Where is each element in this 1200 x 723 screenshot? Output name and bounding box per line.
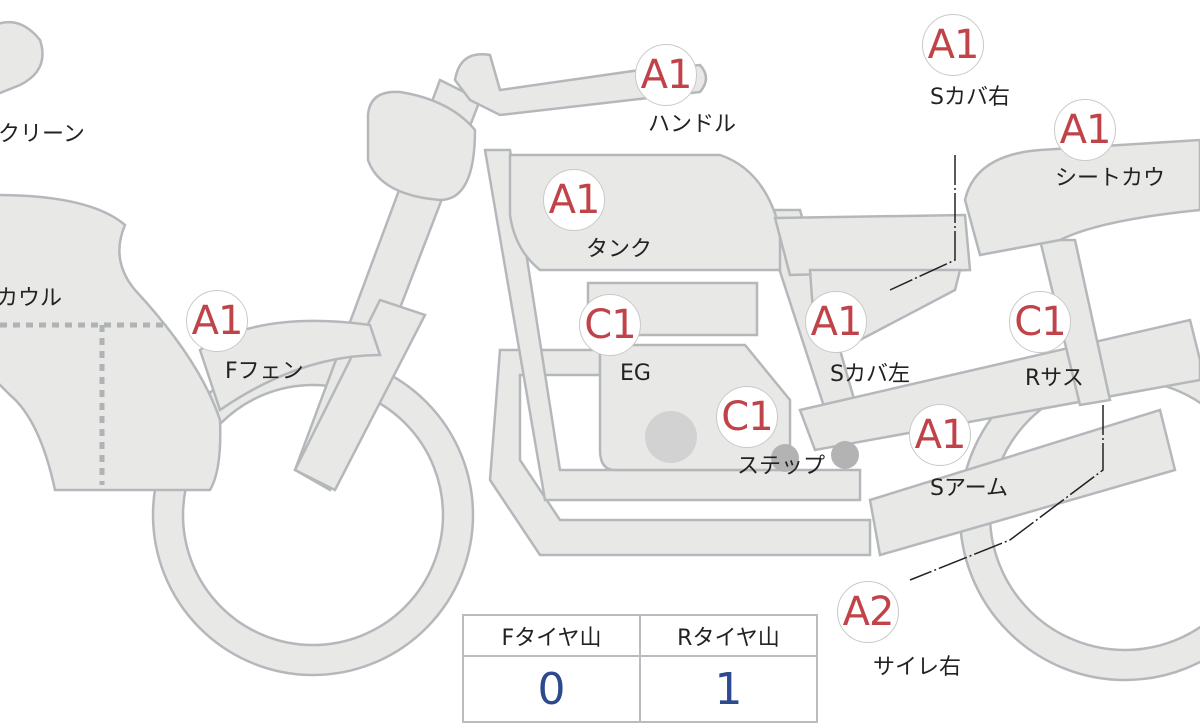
fork-lower [293,298,427,492]
label-handle: ハンドル [648,112,737,137]
value-f-tire: 0 [462,655,641,723]
grade-badge-silencer-right[interactable]: A2 [837,581,899,643]
grade-badge-r-suspension[interactable]: C1 [1009,291,1071,353]
label-s-cover-right: Sカバ右 [930,85,1010,110]
value-r-tire: 1 [639,655,818,723]
screen-shape [0,20,44,95]
grade-badge-f-fender[interactable]: A1 [186,290,248,352]
label-step: ステップ [737,454,826,479]
label-cowl: カウル [0,286,63,311]
label-engine: EG [620,361,651,386]
leader-line [909,405,1104,581]
grade-badge-seat-cowl[interactable]: A1 [1054,99,1116,161]
frame-down-tube [483,148,862,502]
cowl-shape [0,193,222,492]
tire-tread-table: Fタイヤ山 Rタイヤ山 0 1 [462,614,818,723]
cowl-divider [0,322,165,485]
header-r-tire: Rタイヤ山 [639,614,818,657]
grade-badge-tank[interactable]: A1 [543,169,605,231]
rear-shock [1038,238,1112,407]
label-silencer-right: サイレ右 [873,655,962,680]
grade-badge-swing-arm[interactable]: A1 [909,404,971,466]
leader-line [889,155,956,291]
grade-badge-step[interactable]: C1 [716,386,778,448]
seat-shape [773,213,972,277]
step-peg [831,441,859,469]
label-r-suspension: Rサス [1025,366,1084,391]
grade-badge-handle[interactable]: A1 [635,44,697,106]
engine-cover [645,411,697,463]
label-swing-arm: Sアーム [930,476,1008,501]
label-seat-cowl: シートカウ [1055,166,1166,191]
handlebar [453,53,708,117]
label-s-cover-left: Sカバ左 [830,362,910,387]
label-tank: タンク [586,237,653,262]
grade-badge-s-cover-left[interactable]: A1 [805,291,867,353]
headlight [366,90,477,202]
header-f-tire: Fタイヤ山 [462,614,641,657]
grade-badge-engine[interactable]: C1 [579,294,641,356]
silencer [868,408,1177,557]
label-screen: クリーン [0,122,85,147]
label-f-fender: Fフェン [225,359,304,384]
step-peg [771,444,799,472]
grade-badge-s-cover-right[interactable]: A1 [922,14,984,76]
